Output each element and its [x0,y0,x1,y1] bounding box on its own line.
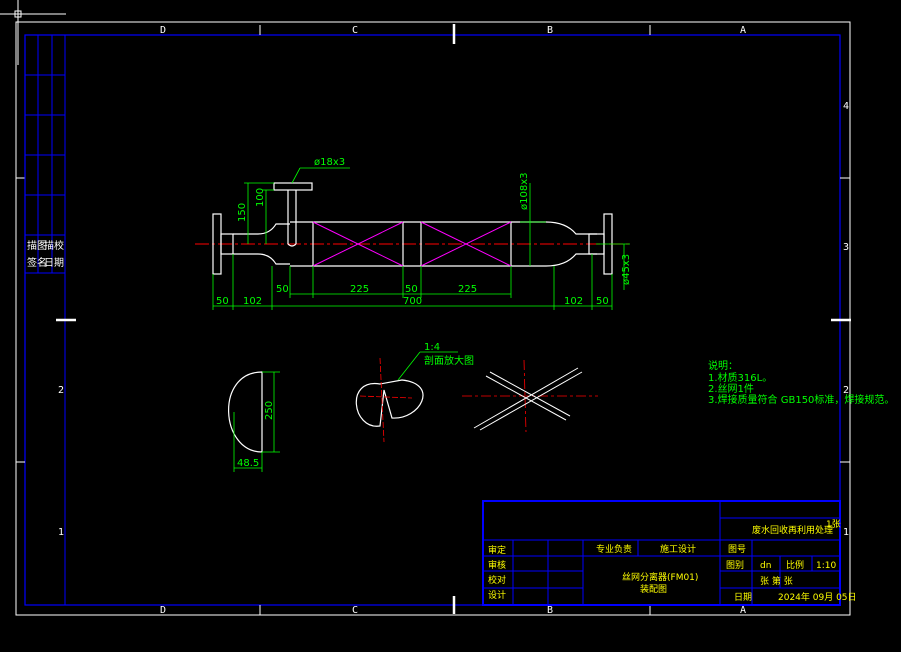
tb-scale: 1:10 [816,561,836,571]
zone-top-a: A [740,25,746,36]
dim-225-b: 225 [458,284,477,295]
crosshair-cursor [0,0,66,65]
dim-225-a: 225 [350,284,369,295]
notes-item-2: 2.丝网1件 [708,383,754,395]
left-flange-neck [220,233,234,255]
dim-50-a: 50 [216,296,229,307]
strip-label-4: 日期 [44,257,64,269]
dim-250: 250 [264,401,275,420]
technical-notes: 说明： 1.材质316L。 2.丝网1件 3.焊接质量符合 GB150标准，焊接… [708,359,894,406]
notes-item-3: 3.焊接质量符合 GB150标准，焊接规范。 [708,393,894,406]
zone-right-4: 4 [843,101,849,112]
dim-50-b: 50 [276,284,289,295]
vessel-shell [290,221,546,267]
dim-50-d: 50 [596,296,609,307]
mesh-cross-view[interactable] [462,359,598,433]
zone-left-1: 1 [58,527,64,538]
zone-bottom-a: A [740,605,746,616]
strip-label-1: 描图 [27,239,47,252]
zone-top-d: D [160,25,166,36]
zone-right-2: 2 [843,385,849,396]
zone-top-c: C [352,25,358,36]
notes-title: 说明： [708,359,738,372]
sheet-border [15,21,851,616]
tb-dwg-no-label: 图别 [726,560,744,571]
mesh-pads [312,221,512,267]
tb-sheet: 张 第 张 [760,575,793,587]
tb-date-label: 日期 [734,592,752,603]
dim-50-c: 50 [405,284,418,295]
right-reducer [545,221,597,267]
tb-scale-label: 比例 [786,559,804,571]
centering-marks [56,24,851,614]
tb-date: 2024年 09月 05日 [778,591,857,603]
detail-note: 剖面放大图 [424,354,474,367]
tb-page: 1张 [826,519,841,530]
strip-label-2: 描校 [44,239,64,252]
zone-right-3: 3 [843,242,849,253]
top-nozzle-flange [273,182,313,191]
separator-main-view[interactable]: ø18x3 ø108x3 ø45x3 150 100 50 102 50 225… [195,157,632,310]
drawing-frame-inner [64,34,841,606]
tb-mid-label: 专业负责 [596,543,632,555]
zone-bottom-d: D [160,605,166,616]
section-detail-view[interactable]: 1:4 剖面放大图 [355,342,474,443]
dim-h150: 150 [237,203,248,222]
tb-row-3: 校对 [488,574,506,586]
dim-pipe-dia: ø18x3 [314,157,345,168]
dim-h100: 100 [255,188,266,207]
tb-row-2: 审核 [488,559,506,571]
zone-ticks [16,25,850,615]
dim-700: 700 [403,296,422,307]
zone-top-b: B [547,25,553,36]
side-strip [24,34,66,274]
dish-head-view[interactable]: 250 48.5 [228,371,280,472]
tb-part-name: 丝网分离器(FM01) [622,571,698,583]
section-outline [355,379,424,427]
detail-leader: 1:4 [424,342,440,353]
zone-bottom-b: B [547,605,553,616]
dim-48: 48.5 [237,458,259,469]
dim-102-b: 102 [564,296,583,307]
notes-item-1: 1.材质316L。 [708,371,772,384]
tb-part-sub: 装配图 [640,583,667,595]
top-nozzle-pipe [287,190,297,244]
title-block[interactable]: 废水回收再利用处理 1张 专业负责 施工设计 图号 审定 审核 校对 设计 丝网… [482,500,857,606]
dim-end-dia: ø45x3 [621,254,632,285]
dimension-lines [212,167,630,310]
left-reducer [233,223,290,265]
strip-label-3: 签名 [27,256,47,269]
tb-row-4: 设计 [488,589,506,601]
tb-stage: 施工设计 [660,543,696,555]
dim-102-a: 102 [243,296,262,307]
zone-bottom-c: C [352,605,358,616]
drawing-frame [24,34,841,606]
dish-head-outline [228,371,263,453]
tb-drw-val: dn [760,561,771,571]
zone-right-1: 1 [843,527,849,538]
tb-dwg-label: 图号 [728,544,746,555]
zone-left-2: 2 [58,385,64,396]
tb-project: 废水回收再利用处理 [752,524,833,536]
tb-row-1: 审定 [488,544,506,556]
dim-shell-dia: ø108x3 [519,173,530,211]
